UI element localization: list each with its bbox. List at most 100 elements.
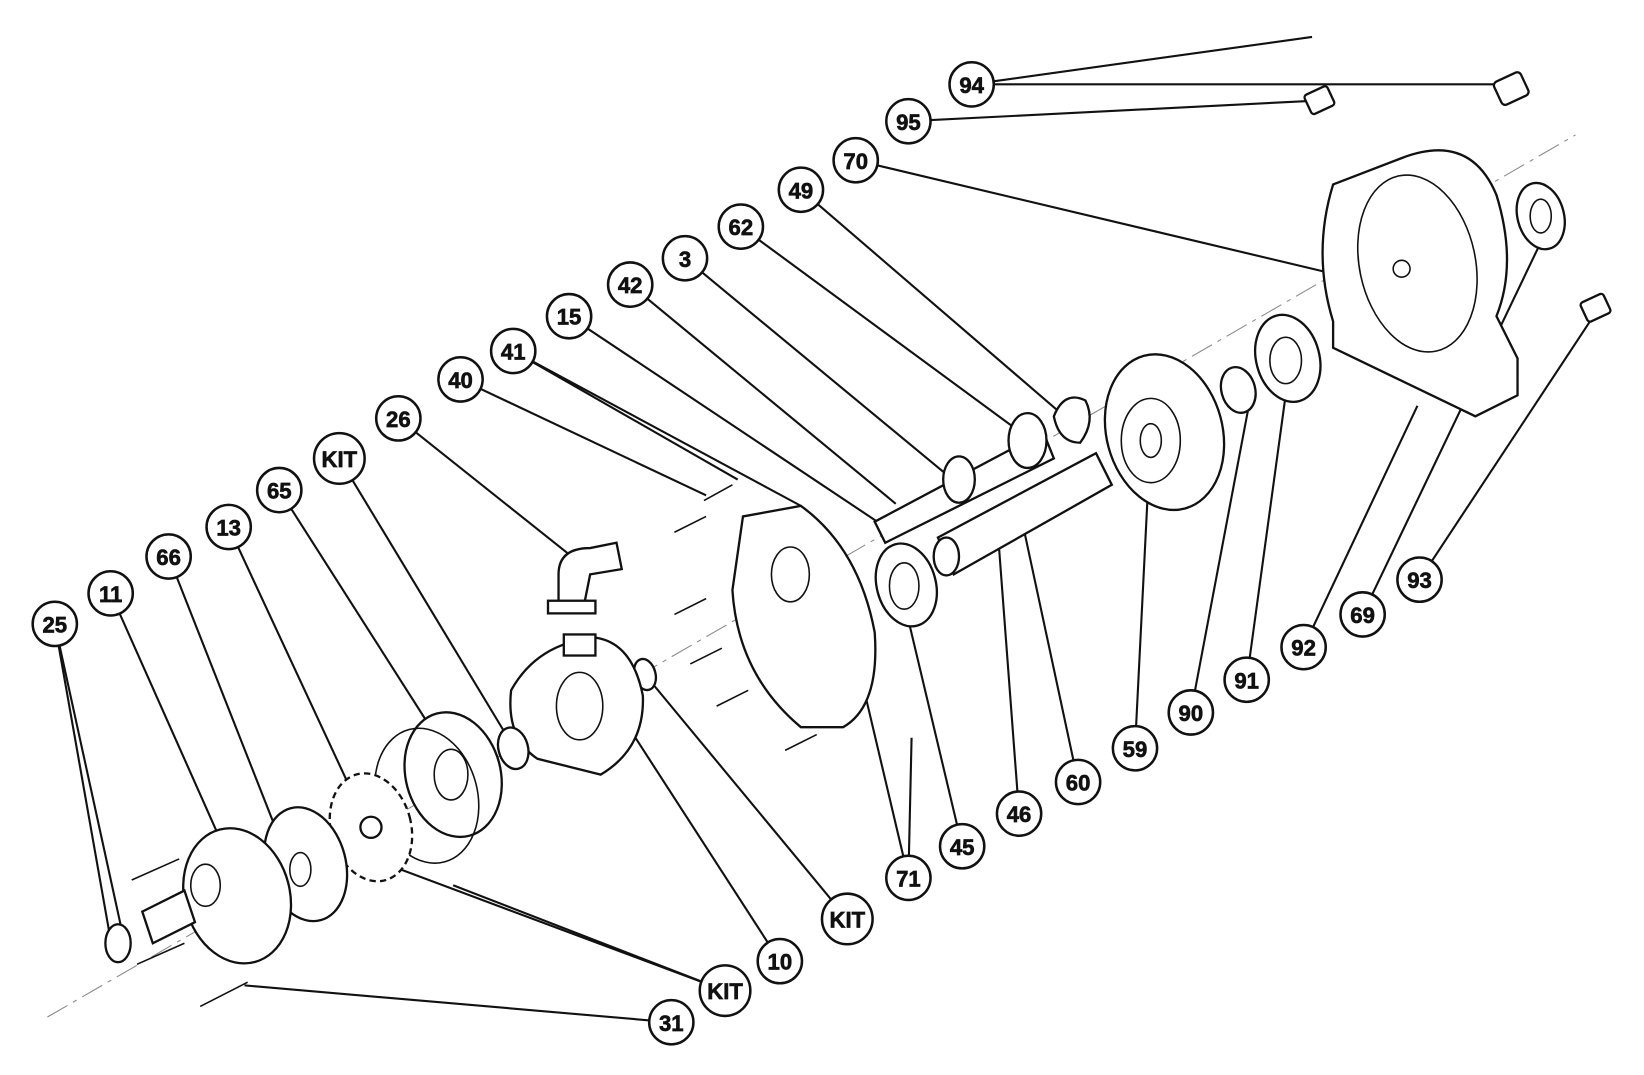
callout-label: 31 <box>659 1011 684 1036</box>
callout-label: KIT <box>829 908 865 933</box>
callout-label: KIT <box>707 979 743 1004</box>
leader-line <box>1133 474 1150 749</box>
part-elbow-26 <box>546 541 624 615</box>
callout-circle <box>437 356 484 403</box>
leader-line <box>620 716 781 962</box>
callout-label: 93 <box>1407 568 1432 593</box>
callout-circle <box>205 503 253 551</box>
callout-circle <box>938 822 986 870</box>
leader-line <box>167 556 291 865</box>
leader-line <box>629 283 897 505</box>
callout-3: 3 <box>661 234 709 282</box>
callout-26: 26 <box>374 395 422 442</box>
callout-circle <box>545 292 593 340</box>
leader-line <box>568 315 886 528</box>
part-adapter-plate-71 <box>731 504 877 729</box>
leader-line <box>278 489 442 744</box>
callout-label: 65 <box>267 479 292 504</box>
callout-42: 42 <box>606 261 654 308</box>
callout-65: 65 <box>255 466 303 514</box>
callout-circle <box>820 892 874 946</box>
callout-69: 69 <box>1339 591 1387 638</box>
callout-circle <box>1396 556 1443 604</box>
leader-line <box>357 852 726 992</box>
callout-circle <box>87 569 135 617</box>
callout-circle <box>777 166 825 214</box>
leader-line <box>244 984 672 1024</box>
part-plug-94 <box>1492 71 1530 107</box>
callout-kit: KIT <box>820 892 874 946</box>
part-seal-69 <box>1515 181 1566 251</box>
callout-label: 95 <box>896 110 921 135</box>
callout-circle <box>717 203 765 251</box>
callout-circle <box>832 136 880 184</box>
callout-circle <box>647 998 695 1046</box>
callout-13: 13 <box>205 503 253 551</box>
callout-label: 15 <box>557 305 582 330</box>
leader-line <box>644 673 849 920</box>
leader-line <box>1302 405 1419 648</box>
part-oring-49 <box>1052 396 1091 444</box>
leader-line <box>512 350 739 481</box>
part-bearing-kit <box>496 726 530 771</box>
callout-40: 40 <box>437 356 484 403</box>
leader-line <box>227 526 365 818</box>
callout-circle <box>885 97 932 145</box>
callout-94: 94 <box>948 60 996 108</box>
callout-kit: KIT <box>698 964 752 1018</box>
callout-circle <box>606 261 654 308</box>
callout-71: 71 <box>885 854 932 902</box>
leader-line <box>971 35 1313 86</box>
part-plug-93 <box>1579 292 1612 323</box>
part-bolts-31 <box>131 858 249 1008</box>
callout-circle <box>312 431 366 486</box>
leader-line <box>53 623 112 941</box>
leader-lines <box>53 35 1595 1024</box>
callout-label: 42 <box>618 273 643 298</box>
callout-label: 25 <box>42 612 67 637</box>
callout-circle <box>1339 591 1387 638</box>
leader-line <box>1245 379 1289 680</box>
callout-circle <box>756 937 804 985</box>
callout-circle <box>1280 623 1328 671</box>
part-pinion-shaft-3 <box>873 411 1056 545</box>
leader-line <box>1361 241 1542 615</box>
part-gear-59 <box>1103 353 1226 512</box>
callout-15: 15 <box>545 292 593 340</box>
leader-line <box>1418 315 1595 581</box>
leader-line <box>338 457 513 744</box>
callout-label: 45 <box>950 835 975 860</box>
callout-10: 10 <box>756 937 804 985</box>
leader-line <box>460 378 707 497</box>
callout-circle <box>255 466 303 514</box>
callout-92: 92 <box>1280 623 1328 671</box>
callout-90: 90 <box>1167 689 1215 736</box>
callout-label: 59 <box>1123 737 1148 762</box>
callout-circle <box>31 600 79 648</box>
callout-label: 91 <box>1234 668 1259 693</box>
callout-circle <box>885 854 932 902</box>
callout-66: 66 <box>145 533 193 580</box>
callout-label: 69 <box>1350 603 1375 628</box>
part-bolts-40 <box>674 484 818 752</box>
callout-label: 94 <box>959 73 984 98</box>
callout-label: 66 <box>156 545 181 570</box>
leader-line <box>1021 521 1080 783</box>
leader-line <box>800 188 1066 418</box>
callout-circle <box>374 395 422 442</box>
callout-60: 60 <box>1054 758 1102 806</box>
callout-circle <box>698 964 752 1018</box>
callouts: 949570496234215414026KIT651366112531KIT1… <box>31 60 1443 1046</box>
callout-label: 71 <box>896 866 921 891</box>
callout-label: 3 <box>679 247 691 272</box>
leader-line <box>684 257 960 486</box>
callout-circle <box>995 790 1043 838</box>
callout-label: 92 <box>1291 636 1316 661</box>
callout-circle <box>145 533 193 580</box>
part-shaft-60 <box>932 451 1114 577</box>
callout-circle <box>1054 758 1102 806</box>
callout-95: 95 <box>885 97 932 145</box>
part-housing <box>1321 149 1519 418</box>
leader-line <box>905 611 964 847</box>
callout-circle <box>948 60 996 108</box>
